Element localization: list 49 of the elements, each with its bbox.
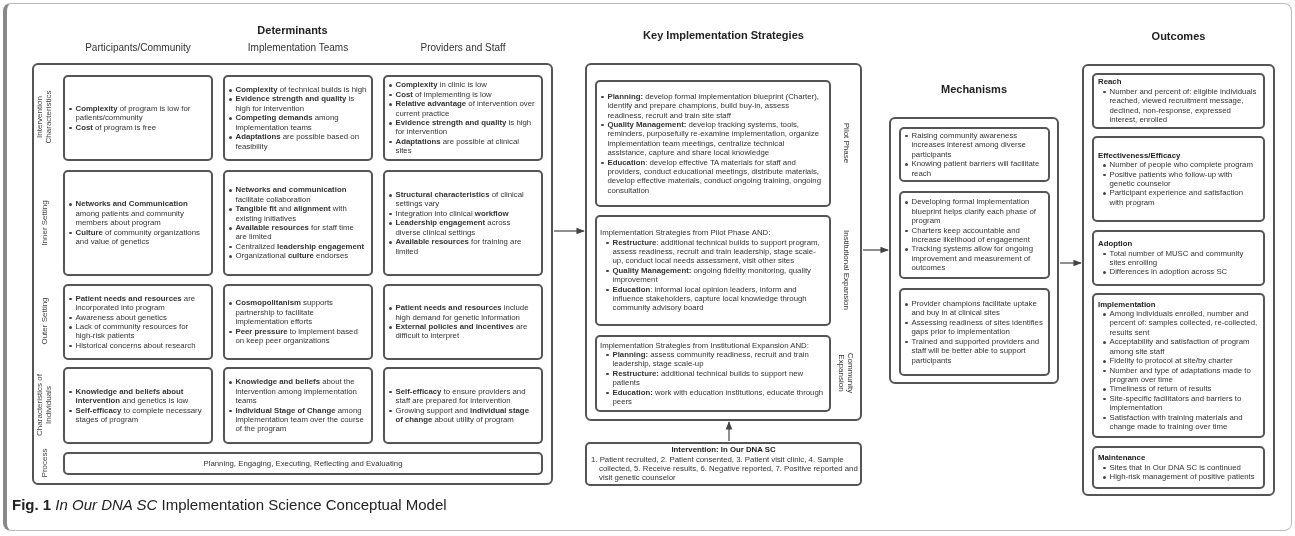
column-heading: Mechanisms — [941, 83, 1007, 95]
text-box — [383, 170, 543, 276]
group-panel — [585, 63, 862, 421]
text-box — [899, 127, 1050, 182]
text-box — [63, 367, 213, 444]
arrow — [553, 227, 585, 235]
phase-label: Community Expansion — [837, 351, 855, 396]
row-label: Characteristics of Individuals — [35, 373, 53, 438]
row-label: Outer Setting — [39, 296, 49, 347]
text-box — [63, 452, 543, 475]
column-heading: Outcomes — [1151, 30, 1206, 42]
text-box — [223, 75, 373, 161]
text-box — [1092, 230, 1265, 286]
text-box — [63, 75, 213, 161]
text-box — [63, 170, 213, 276]
arrow — [725, 421, 733, 442]
row-label: Intervention Characteristics — [35, 89, 53, 146]
text-box — [1092, 446, 1265, 489]
arrow — [862, 246, 889, 254]
phase-label: Institutional Expansion — [841, 228, 851, 313]
column-subheading: Participants/Community — [84, 42, 192, 54]
text-box — [383, 367, 543, 444]
phase-label: Pilot Phase — [841, 121, 851, 166]
column-heading: Determinants — [257, 24, 328, 36]
group-panel — [32, 63, 553, 485]
column-subheading: Implementation Teams — [246, 42, 350, 54]
text-box — [223, 170, 373, 276]
text-box — [1092, 136, 1265, 222]
text-box — [585, 442, 862, 486]
text-box — [899, 191, 1050, 279]
text-box — [595, 215, 831, 326]
text-box — [1092, 73, 1265, 129]
text-box — [899, 288, 1050, 376]
group-panel — [889, 117, 1059, 384]
arrow — [1059, 259, 1082, 267]
column-subheading: Providers and Staff — [419, 42, 507, 54]
group-panel — [1082, 64, 1275, 496]
text-box — [383, 284, 543, 360]
text-box — [595, 80, 831, 207]
text-box — [383, 75, 543, 161]
text-box — [1092, 293, 1265, 438]
column-heading: Key Implementation Strategies — [643, 29, 804, 41]
text-box — [63, 284, 213, 360]
text-box — [595, 335, 831, 412]
text-box — [223, 367, 373, 444]
figure-caption: Fig. 1 In Our DNA SC Implementation Science Conceptual Model — [12, 496, 447, 514]
text-box — [223, 284, 373, 360]
row-label: Process — [39, 447, 49, 480]
row-label: Inner Setting — [39, 199, 49, 248]
